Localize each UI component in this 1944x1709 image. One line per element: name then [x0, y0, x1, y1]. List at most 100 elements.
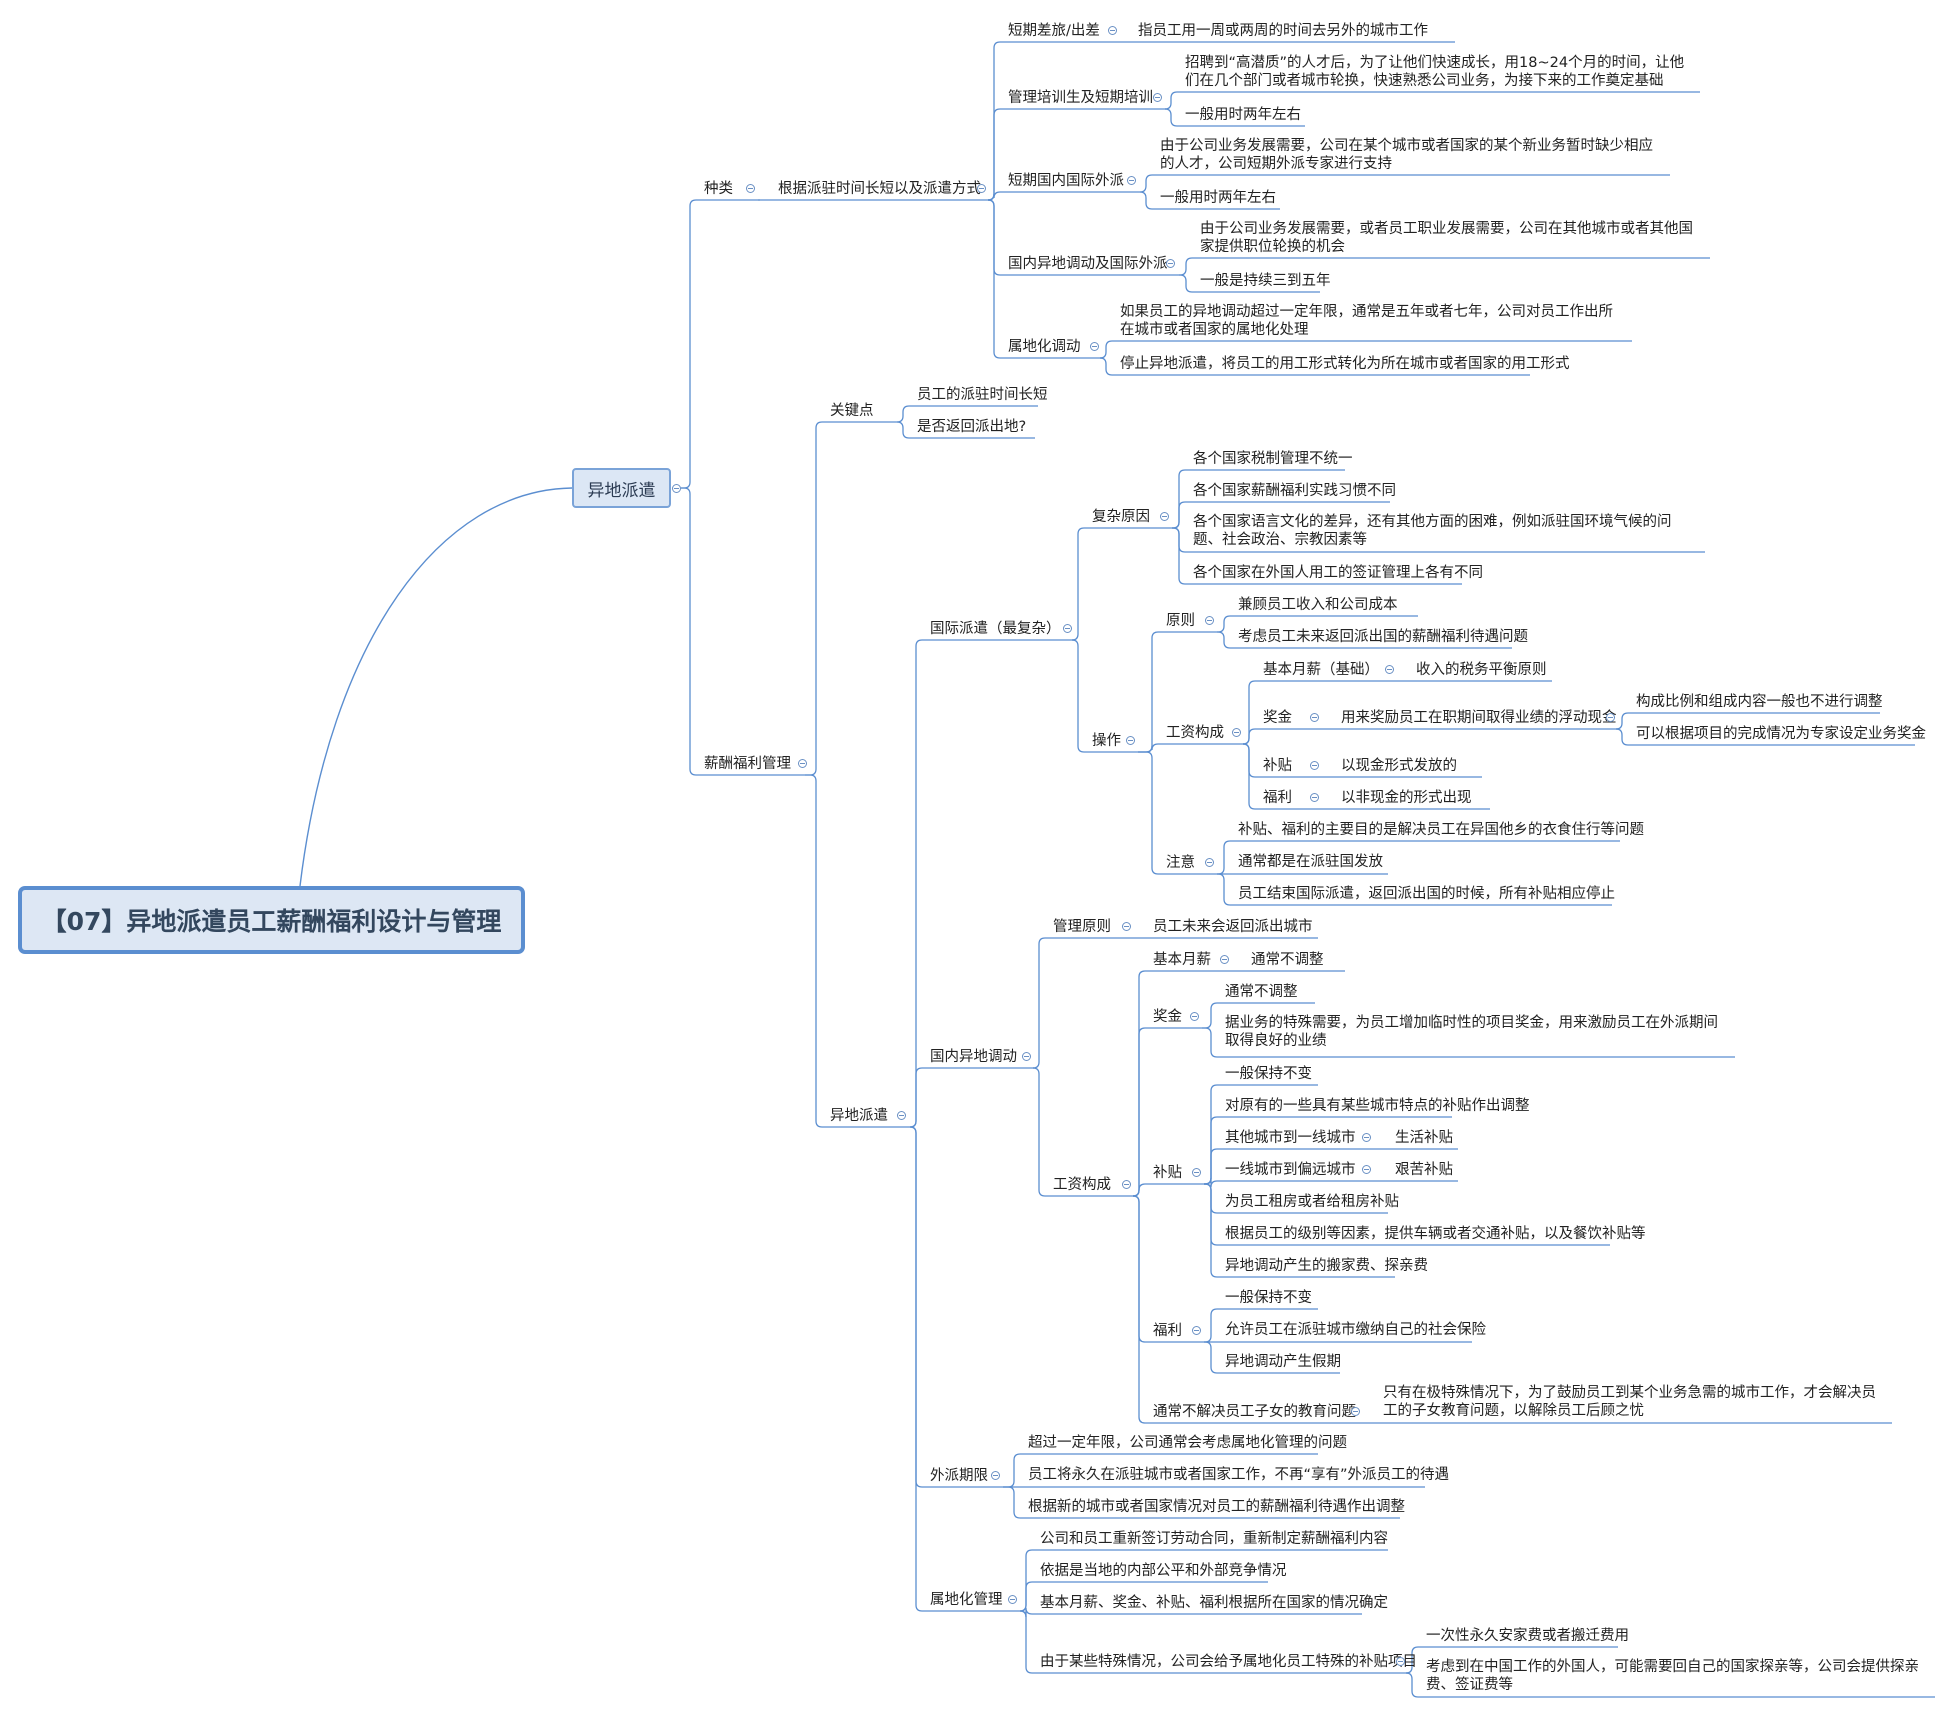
node-domestic-intl[interactable]: 国内异地调动及国际外派 — [1008, 256, 1168, 272]
node-principle-1[interactable]: 兼顾员工收入和公司成本 — [1238, 597, 1398, 613]
node-allowance-2-2[interactable]: 对原有的一些具有某些城市特点的补贴作出调整 — [1225, 1098, 1530, 1114]
node-complex-2[interactable]: 各个国家薪酬福利实践习惯不同 — [1193, 483, 1396, 499]
node-principle-2[interactable]: 考虑员工未来返回派出国的薪酬福利待遇问题 — [1238, 629, 1528, 645]
collapse-toggle-icon[interactable] — [1396, 1657, 1405, 1666]
node-allowance-2-3a[interactable]: 生活补贴 — [1395, 1130, 1453, 1146]
node-localization-4[interactable]: 由于某些特殊情况，公司会给予属地化员工特殊的补贴项目 — [1040, 1654, 1417, 1670]
node-bonus-b[interactable]: 可以根据项目的完成情况为专家设定业务奖金 — [1636, 726, 1926, 742]
node-salary-structure[interactable]: 工资构成 — [1166, 725, 1224, 741]
collapse-toggle-icon[interactable] — [1127, 176, 1136, 185]
node-zhonglei-sub[interactable]: 根据派驻时间长短以及派遣方式 — [778, 181, 981, 197]
node-complex-3[interactable]: 各个国家语言文化的差异，还有其他方面的困难，例如派驻国环境气候的问题、社会政治、… — [1193, 514, 1672, 548]
node-allowance-2-4[interactable]: 一线城市到偏远城市 — [1225, 1162, 1356, 1178]
node-complex-reasons[interactable]: 复杂原因 — [1092, 509, 1150, 525]
collapse-toggle-icon[interactable] — [1063, 624, 1072, 633]
node-domestic-intl-time[interactable]: 一般是持续三到五年 — [1200, 273, 1331, 289]
node-term-2[interactable]: 员工将永久在派驻城市或者国家工作，不再“享有”外派员工的待遇 — [1028, 1467, 1450, 1483]
node-notice-2[interactable]: 通常都是在派驻国发放 — [1238, 854, 1383, 870]
collapse-toggle-icon[interactable] — [1362, 1165, 1371, 1174]
node-domestic-intl-desc[interactable]: 由于公司业务发展需要，或者员工职业发展需要，公司在其他城市或者其他国家提供职位轮… — [1200, 221, 1693, 255]
root-topic[interactable]: 【07】异地派遣员工薪酬福利设计与管理 — [18, 886, 525, 954]
node-short-trip-desc[interactable]: 指员工用一周或两周的时间去另外的城市工作 — [1138, 23, 1428, 39]
collapse-toggle-icon[interactable] — [977, 184, 986, 193]
node-allowance-2-6[interactable]: 根据员工的级别等因素，提供车辆或者交通补贴，以及餐饮补贴等 — [1225, 1226, 1646, 1242]
node-welfare-2-2[interactable]: 允许员工在派驻城市缴纳自己的社会保险 — [1225, 1322, 1486, 1338]
collapse-toggle-icon[interactable] — [1310, 713, 1319, 722]
collapse-toggle-icon[interactable] — [672, 484, 681, 493]
collapse-toggle-icon[interactable] — [1122, 1180, 1131, 1189]
node-allowance-2[interactable]: 补贴 — [1153, 1165, 1182, 1181]
node-compensation[interactable]: 薪酬福利管理 — [704, 756, 791, 772]
node-base-salary[interactable]: 基本月薪（基础） — [1263, 662, 1379, 678]
node-short-trip[interactable]: 短期差旅/出差 — [1008, 23, 1100, 39]
node-localization-4b[interactable]: 考虑到在中国工作的外国人，可能需要回自己的国家探亲等，公司会提供探亲费、签证费等 — [1426, 1659, 1919, 1693]
node-trainee-desc[interactable]: 招聘到“高潜质”的人才后，为了让他们快速成长，用18~24个月的时间，让他们在几… — [1185, 55, 1685, 89]
collapse-toggle-icon[interactable] — [1192, 1326, 1201, 1335]
node-welfare-2-1[interactable]: 一般保持不变 — [1225, 1290, 1312, 1306]
node-localization-1[interactable]: 公司和员工重新签订劳动合同，重新制定薪酬福利内容 — [1040, 1531, 1388, 1547]
node-trainee[interactable]: 管理培训生及短期培训 — [1008, 90, 1153, 106]
node-notice-3[interactable]: 员工结束国际派遣，返回派出国的时候，所有补贴相应停止 — [1238, 886, 1615, 902]
node-short-intl[interactable]: 短期国内国际外派 — [1008, 173, 1124, 189]
collapse-toggle-icon[interactable] — [1122, 922, 1131, 931]
collapse-toggle-icon[interactable] — [1362, 1133, 1371, 1142]
node-bonus[interactable]: 奖金 — [1263, 710, 1292, 726]
main-topic[interactable]: 异地派遣 — [572, 468, 671, 508]
node-localized-transfer[interactable]: 属地化调动 — [1008, 339, 1081, 355]
node-allowance-2-5[interactable]: 为员工租房或者给租房补贴 — [1225, 1194, 1399, 1210]
collapse-toggle-icon[interactable] — [1090, 342, 1099, 351]
node-allowance-2-4a[interactable]: 艰苦补贴 — [1395, 1162, 1453, 1178]
collapse-toggle-icon[interactable] — [1232, 728, 1241, 737]
node-bonus-2-2[interactable]: 据业务的特殊需要，为员工增加临时性的项目奖金，用来激励员工在外派期间取得良好的业… — [1225, 1015, 1718, 1049]
node-operation[interactable]: 操作 — [1092, 733, 1121, 749]
collapse-toggle-icon[interactable] — [1108, 26, 1117, 35]
collapse-toggle-icon[interactable] — [1166, 259, 1175, 268]
node-allowance-2-1[interactable]: 一般保持不变 — [1225, 1066, 1312, 1082]
node-principle[interactable]: 原则 — [1166, 613, 1195, 629]
node-education[interactable]: 通常不解决员工子女的教育问题 — [1153, 1404, 1356, 1420]
node-welfare[interactable]: 福利 — [1263, 790, 1292, 806]
node-domestic-transfer[interactable]: 国内异地调动 — [930, 1049, 1017, 1065]
collapse-toggle-icon[interactable] — [1220, 955, 1229, 964]
collapse-toggle-icon[interactable] — [1385, 665, 1394, 674]
node-bonus-2[interactable]: 奖金 — [1153, 1009, 1182, 1025]
node-notice-1[interactable]: 补贴、福利的主要目的是解决员工在异国他乡的衣食住行等问题 — [1238, 822, 1644, 838]
node-mgmt-principle-1[interactable]: 员工未来会返回派出城市 — [1153, 919, 1313, 935]
node-complex-4[interactable]: 各个国家在外国人用工的签证管理上各有不同 — [1193, 565, 1483, 581]
node-bonus-2-1[interactable]: 通常不调整 — [1225, 984, 1298, 1000]
collapse-toggle-icon[interactable] — [746, 184, 755, 193]
node-bonus-a[interactable]: 构成比例和组成内容一般也不进行调整 — [1636, 694, 1883, 710]
collapse-toggle-icon[interactable] — [1126, 736, 1135, 745]
node-tax-balance[interactable]: 收入的税务平衡原则 — [1416, 662, 1547, 678]
node-base-salary-2-1[interactable]: 通常不调整 — [1251, 952, 1324, 968]
node-localization[interactable]: 属地化管理 — [930, 1592, 1003, 1608]
node-welfare-2[interactable]: 福利 — [1153, 1323, 1182, 1339]
node-short-intl-time[interactable]: 一般用时两年左右 — [1160, 190, 1276, 206]
collapse-toggle-icon[interactable] — [1310, 793, 1319, 802]
node-key-points[interactable]: 关键点 — [830, 403, 874, 419]
collapse-toggle-icon[interactable] — [991, 1471, 1000, 1480]
node-education-1[interactable]: 只有在极特殊情况下，为了鼓励员工到某个业务急需的城市工作，才会解决员工的子女教育… — [1383, 1385, 1876, 1419]
node-allowance[interactable]: 补贴 — [1263, 758, 1292, 774]
node-localized-stop[interactable]: 停止异地派遣，将员工的用工形式转化为所在城市或者国家的用工形式 — [1120, 356, 1570, 372]
node-allowance-2-3[interactable]: 其他城市到一线城市 — [1225, 1130, 1356, 1146]
collapse-toggle-icon[interactable] — [1190, 1012, 1199, 1021]
collapse-toggle-icon[interactable] — [897, 1111, 906, 1120]
node-base-salary-2[interactable]: 基本月薪 — [1153, 952, 1211, 968]
node-term[interactable]: 外派期限 — [930, 1468, 988, 1484]
node-salary-structure-2[interactable]: 工资构成 — [1053, 1177, 1111, 1193]
node-key-2[interactable]: 是否返回派出地? — [917, 419, 1027, 435]
node-localization-3[interactable]: 基本月薪、奖金、补贴、福利根据所在国家的情况确定 — [1040, 1595, 1388, 1611]
collapse-toggle-icon[interactable] — [1351, 1407, 1360, 1416]
node-localization-4a[interactable]: 一次性永久安家费或者搬迁费用 — [1426, 1628, 1629, 1644]
collapse-toggle-icon[interactable] — [1192, 1168, 1201, 1177]
node-complex-1[interactable]: 各个国家税制管理不统一 — [1193, 451, 1353, 467]
node-allowance-2-7[interactable]: 异地调动产生的搬家费、探亲费 — [1225, 1258, 1428, 1274]
collapse-toggle-icon[interactable] — [1022, 1052, 1031, 1061]
collapse-toggle-icon[interactable] — [1606, 713, 1615, 722]
node-notice[interactable]: 注意 — [1166, 855, 1195, 871]
node-mgmt-principle[interactable]: 管理原则 — [1053, 919, 1111, 935]
collapse-toggle-icon[interactable] — [1205, 616, 1214, 625]
node-localization-2[interactable]: 依据是当地的内部公平和外部竞争情况 — [1040, 1563, 1287, 1579]
collapse-toggle-icon[interactable] — [798, 759, 807, 768]
